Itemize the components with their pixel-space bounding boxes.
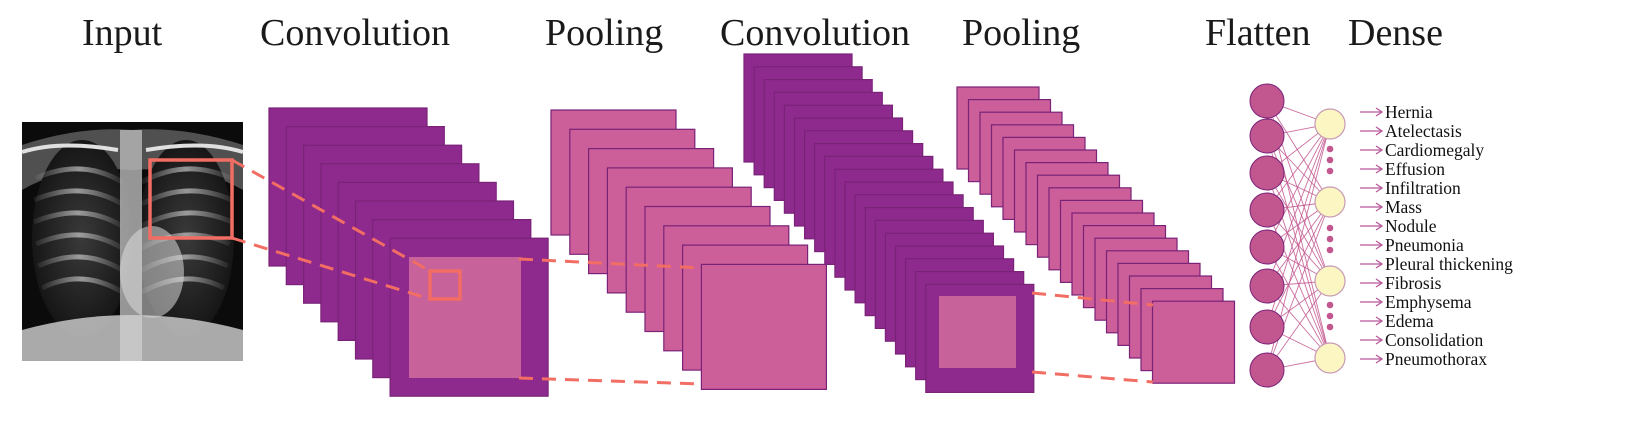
pool1-feature-map — [700, 263, 828, 390]
output-label-consolidation: Consolidation — [1385, 330, 1483, 350]
arrow-right-icon — [1360, 354, 1384, 364]
label-convolution-2: Convolution — [720, 12, 911, 54]
input-receptive-field — [148, 158, 234, 240]
arrow-right-icon — [1360, 278, 1384, 288]
connector-conv1-pool1-top — [518, 257, 703, 270]
output-label-fibrosis: Fibrosis — [1385, 273, 1442, 293]
arrow-right-icon — [1360, 259, 1384, 269]
ellipsis-dot — [1326, 145, 1334, 153]
ellipsis-dot — [1326, 235, 1334, 243]
ellipsis-dot — [1326, 246, 1334, 254]
arrow-right-icon — [1360, 202, 1384, 212]
dense-connection — [1266, 123, 1331, 211]
arrow-right-icon — [1360, 221, 1384, 231]
dense-node — [1314, 186, 1346, 218]
dashed-connectors — [231, 158, 1154, 386]
label-input: Input — [82, 12, 163, 54]
arrow-right-icon — [1360, 145, 1384, 155]
dense-connection — [1266, 100, 1331, 203]
flatten-node — [1249, 83, 1285, 119]
dense-node — [1314, 108, 1346, 140]
pool1-feature-map-stack — [550, 109, 828, 390]
arrow-right-icon — [1360, 164, 1384, 174]
flatten-node — [1249, 309, 1285, 345]
dense-connection — [1266, 123, 1331, 248]
label-dense: Dense — [1348, 12, 1443, 54]
arrow-right-icon — [1360, 316, 1384, 326]
flatten-node — [1249, 268, 1285, 304]
output-label-effusion: Effusion — [1385, 159, 1445, 179]
output-label-atelectasis: Atelectasis — [1385, 121, 1462, 141]
dense-connection — [1266, 280, 1331, 371]
flatten-node — [1249, 155, 1285, 191]
flatten-node — [1249, 352, 1285, 388]
connector-conv2-pool2-bottom — [1031, 370, 1154, 384]
output-label-nodule: Nodule — [1385, 216, 1437, 236]
dense-connection — [1266, 246, 1331, 359]
dense-connection — [1266, 201, 1331, 328]
conv1-kernel-window — [428, 269, 462, 301]
connector-conv2-pool2-top — [1031, 291, 1154, 307]
output-arrows — [1360, 107, 1384, 364]
dense-connection — [1266, 201, 1331, 371]
conv2-front-map-inner — [939, 296, 1016, 368]
output-label-hernia: Hernia — [1385, 102, 1433, 122]
output-label-infiltration: Infiltration — [1385, 178, 1461, 198]
arrow-right-icon — [1360, 183, 1384, 193]
dense-layer — [1314, 108, 1346, 374]
conv1-feature-map-stack — [268, 107, 549, 397]
conv2-feature-map-stack — [743, 53, 1035, 393]
pool2-feature-map-stack — [956, 86, 1236, 384]
label-pooling-2: Pooling — [962, 12, 1081, 54]
ellipsis-dot — [1326, 312, 1334, 320]
ellipsis-dot — [1326, 156, 1334, 164]
flatten-layer — [1249, 83, 1285, 388]
output-label-pleural-thickening: Pleural thickening — [1385, 254, 1513, 274]
flatten-node — [1249, 229, 1285, 265]
arrow-right-icon — [1360, 297, 1384, 307]
output-class-list: Hernia Atelectasis Cardiomegaly Effusion… — [1385, 102, 1513, 369]
conv1-front-map-inner — [409, 257, 521, 378]
connector-input-conv1-bottom — [231, 236, 431, 301]
ellipsis-dot — [1326, 301, 1334, 309]
ellipsis-dot — [1326, 167, 1334, 175]
ellipsis-dot — [1326, 323, 1334, 331]
flatten-node — [1249, 192, 1285, 228]
pool2-feature-map — [1151, 300, 1236, 384]
output-label-cardiomegaly: Cardiomegaly — [1385, 140, 1484, 160]
dense-node — [1314, 342, 1346, 374]
arrow-right-icon — [1360, 240, 1384, 250]
dense-node — [1314, 265, 1346, 297]
output-label-mass: Mass — [1385, 197, 1422, 217]
arrow-right-icon — [1360, 107, 1384, 117]
label-convolution-1: Convolution — [260, 12, 451, 54]
dense-ellipsis — [1326, 145, 1334, 331]
output-label-emphysema: Emphysema — [1385, 292, 1472, 312]
label-flatten: Flatten — [1205, 12, 1311, 54]
arrow-right-icon — [1360, 126, 1384, 136]
flatten-node — [1249, 118, 1285, 154]
label-pooling-1: Pooling — [545, 12, 664, 54]
output-label-edema: Edema — [1385, 311, 1434, 331]
connector-conv1-pool1-bottom — [518, 376, 703, 386]
output-label-pneumonia: Pneumonia — [1385, 235, 1464, 255]
ellipsis-dot — [1326, 224, 1334, 232]
connector-input-conv1-top — [231, 158, 431, 273]
chest-xray-image — [21, 122, 244, 361]
output-label-pneumothorax: Pneumothorax — [1385, 349, 1487, 369]
arrow-right-icon — [1360, 335, 1384, 345]
